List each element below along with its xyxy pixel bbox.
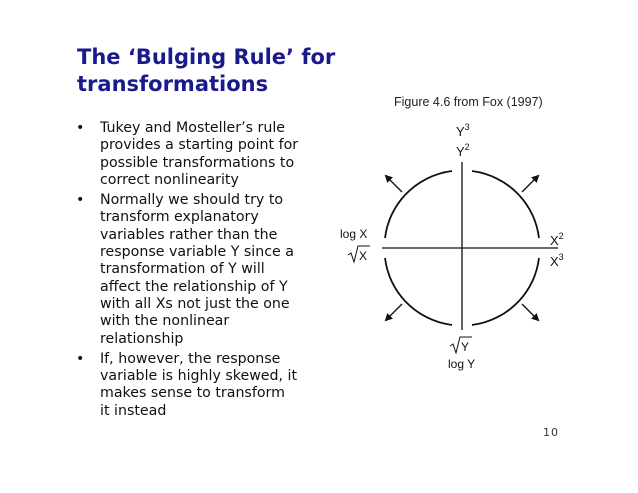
label-log-x: log X <box>340 227 367 241</box>
bullet-1-line-2: provides a starting point for <box>100 137 299 154</box>
bullet-3-line-2: variable is highly skewed, it <box>100 368 298 385</box>
sqrt-symbol-icon <box>347 245 370 264</box>
arc-bottom-left <box>404 300 453 326</box>
bullet-3-line-1: If, however, the response <box>100 350 281 367</box>
label-y-cubed: Y3 <box>456 122 470 139</box>
label-x-squared: X2 <box>550 231 564 248</box>
bullet-2-line-8: with the nonlinear <box>100 313 230 330</box>
bullet-3-line-4: it instead <box>100 402 167 419</box>
bullet-1-line-1: Tukey and Mosteller’s rule <box>100 120 286 136</box>
bullet-marker: • <box>76 192 85 209</box>
page-number: 10 <box>543 426 559 439</box>
label-sqrt-x: X <box>347 245 370 264</box>
arrow-bottom-left <box>384 303 403 322</box>
arc-right-upper <box>518 194 540 239</box>
sqrt-symbol-icon <box>449 336 472 355</box>
bulging-rule-diagram: Y3 Y2 X2 X3 log X X Y log Y <box>340 122 564 371</box>
label-log-y: log Y <box>448 357 475 371</box>
bullet-item-1: • Tukey and Mosteller’s rule provides a … <box>76 120 346 189</box>
arrow-top-left <box>384 174 403 193</box>
bullet-2-line-9: relationship <box>100 330 184 347</box>
arc-top-right <box>471 170 520 196</box>
arc-bottom-right <box>471 300 520 326</box>
svg-text:X: X <box>359 249 367 263</box>
arrow-bottom-right <box>521 303 540 322</box>
bullet-2-line-7: with all Xs not just the one <box>100 295 290 312</box>
svg-text:Y: Y <box>461 340 469 354</box>
bullet-2-line-5: transformation of Y will <box>100 261 265 278</box>
bullet-2-line-3: variables rather than the <box>100 226 278 243</box>
bullet-2-line-2: transform explanatory <box>100 209 259 226</box>
label-x-cubed: X3 <box>550 252 564 269</box>
arc-right-lower <box>518 257 540 302</box>
arc-left-lower <box>384 257 406 302</box>
bullet-2-line-4: response variable Y since a <box>100 244 294 261</box>
arc-left-upper <box>384 194 406 239</box>
bullet-marker: • <box>76 120 85 136</box>
bullet-item-2: • Normally we should try to transform ex… <box>76 192 346 348</box>
bullet-2-line-1: Normally we should try to <box>100 192 284 209</box>
bullet-1-line-4: correct nonlinearity <box>100 171 239 188</box>
figure-caption: Figure 4.6 from Fox (1997) <box>394 95 543 109</box>
bullet-3-line-3: makes sense to transform <box>100 385 285 402</box>
bullet-2-line-6: affect the relationship of Y <box>100 278 288 295</box>
arc-top-left <box>404 170 453 196</box>
title-line-2: transformations <box>77 72 269 96</box>
title-line-1: The ‘Bulging Rule’ for <box>77 45 336 69</box>
bullet-1-line-3: possible transformations to <box>100 154 295 171</box>
slide-title: The ‘Bulging Rule’ for transformations <box>77 44 377 98</box>
label-sqrt-y: Y <box>449 336 472 355</box>
bullet-marker: • <box>76 350 85 367</box>
arrow-top-right <box>521 174 540 193</box>
label-y-squared: Y2 <box>456 142 470 159</box>
bullet-item-3: • If, however, the response variable is … <box>76 351 346 420</box>
bullet-list: • Tukey and Mosteller’s rule provides a … <box>76 120 346 423</box>
